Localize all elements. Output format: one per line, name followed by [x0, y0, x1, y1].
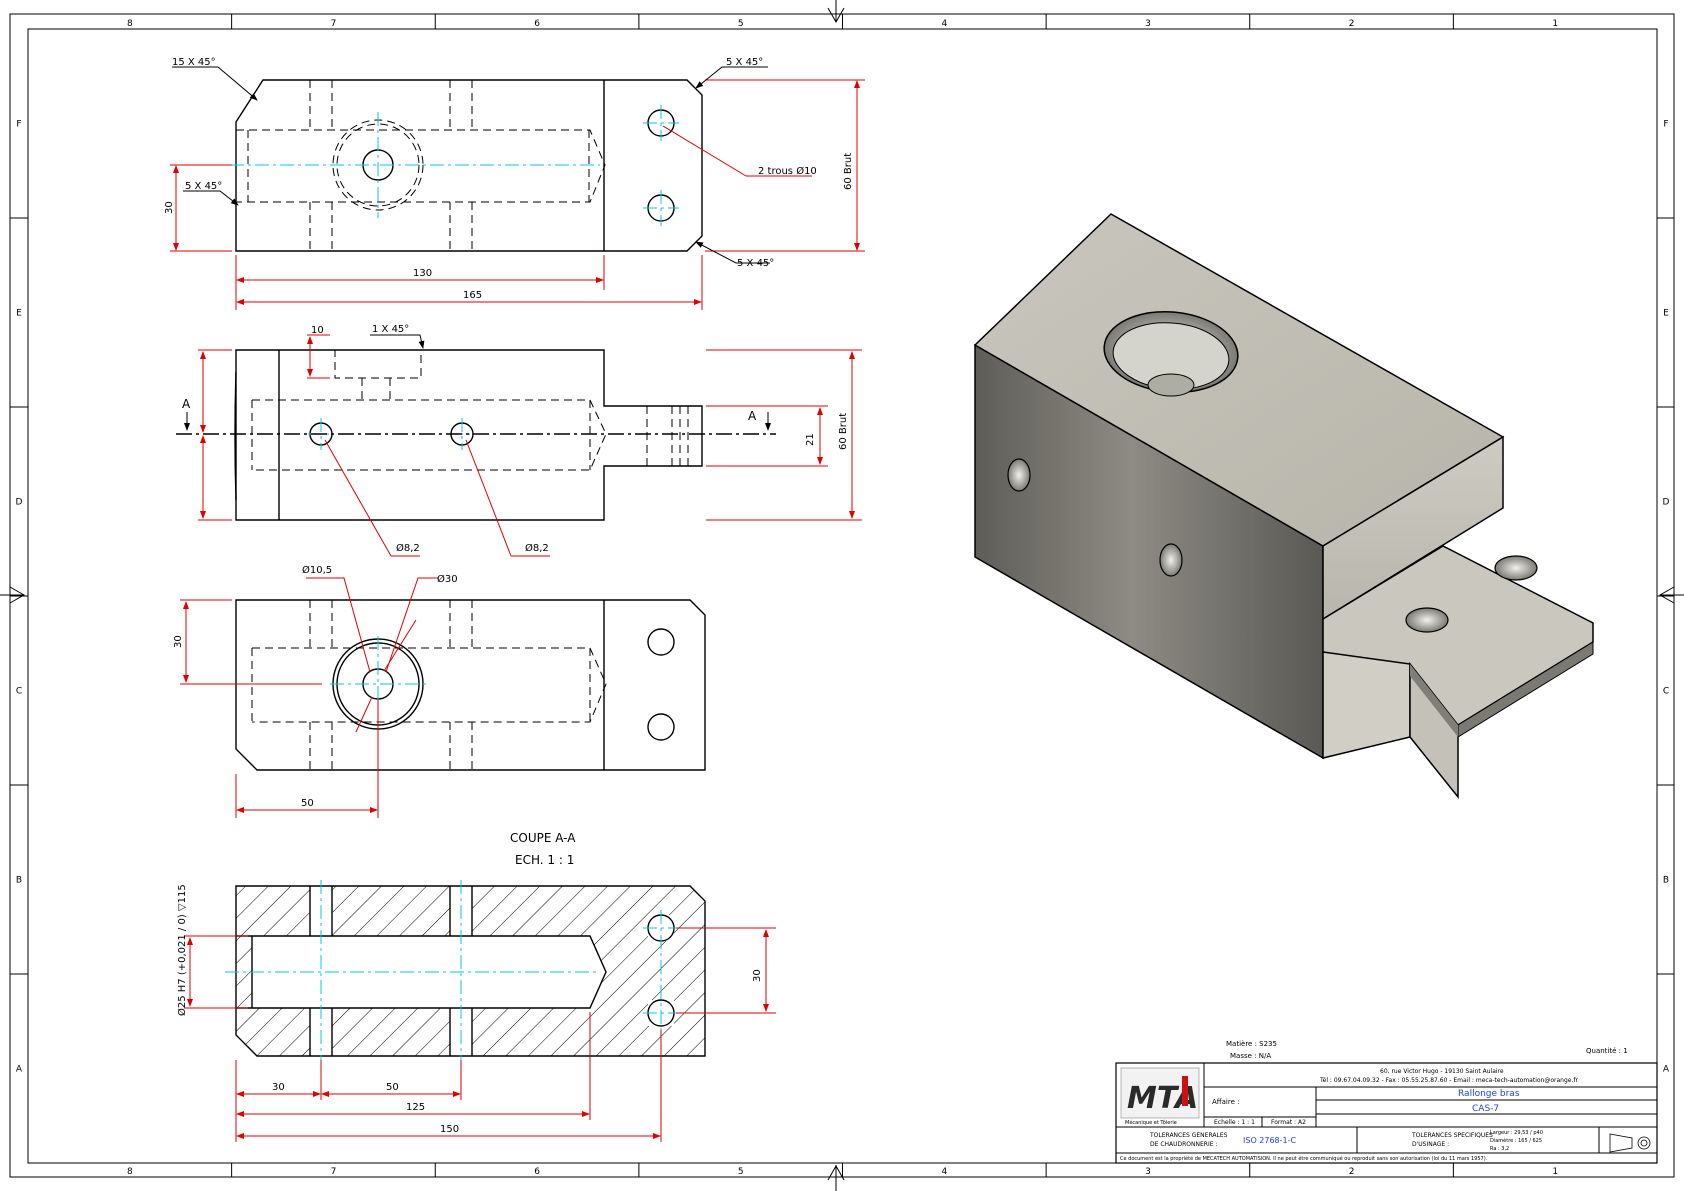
label-chamfer-bottom-right: 5 X 45°	[737, 258, 774, 269]
company-logo: MTA Mécanique et Tôlerie	[1120, 1067, 1200, 1126]
label-section-30: 30	[272, 1082, 285, 1093]
centering-mark-right	[1658, 586, 1684, 604]
iso-standard: ISO 2768-1-C	[1243, 1136, 1297, 1145]
company-contact: Tél : 09.67.04.09.32 - Fax : 05.55.25.87…	[1319, 1077, 1578, 1084]
label-bore: Ø25 H7 (+0,021 / 0) ▽115	[176, 884, 188, 1016]
part-name: Rallonge bras	[1458, 1089, 1520, 1099]
zone-row-left-C: C	[16, 687, 22, 697]
zone-row-left-E: E	[16, 309, 22, 319]
projection-symbol-icon	[1609, 1133, 1651, 1153]
section-view	[225, 880, 706, 1062]
scale-cell: Echelle : 1 : 1	[1214, 1119, 1255, 1126]
zone-col-top-6: 6	[534, 19, 540, 29]
zone-row-left-A: A	[16, 1065, 23, 1075]
logo-caption: Mécanique et Tôlerie	[1125, 1119, 1177, 1126]
centering-mark-top	[827, 0, 845, 24]
zone-row-right-D: D	[1663, 498, 1670, 508]
zone-col-bottom-7: 7	[331, 1167, 337, 1177]
zone-row-right-F: F	[1663, 120, 1668, 130]
isometric-view	[973, 213, 1594, 800]
front-view-dimensions	[198, 334, 862, 557]
zone-col-top-1: 1	[1552, 19, 1558, 29]
label-length-165: 165	[463, 290, 482, 301]
label-chamfer-top-left: 15 X 45°	[172, 57, 216, 68]
tol-spec-line2: D'USINAGE :	[1412, 1141, 1449, 1148]
label-hole-left: Ø8,2	[396, 542, 420, 554]
centering-mark-bottom	[827, 1164, 845, 1191]
label-section-150: 150	[440, 1124, 459, 1135]
label-front-chamfer: 1 X 45°	[372, 324, 409, 335]
zone-col-top-7: 7	[331, 19, 337, 29]
zone-row-left-D: D	[16, 498, 23, 508]
label-section-spacing: 30	[752, 969, 763, 982]
label-length-130: 130	[413, 268, 432, 279]
label-front-mid: 21	[805, 433, 816, 446]
label-depth: 10	[311, 325, 324, 336]
section-dimensions	[184, 927, 776, 1142]
zone-row-right-A: A	[1663, 1065, 1670, 1075]
affaire-label: Affaire :	[1212, 1098, 1239, 1106]
tol-gen-line2: DE CHAUDRONNERIE :	[1150, 1141, 1217, 1148]
zone-col-top-2: 2	[1349, 19, 1355, 29]
label-chamfer-top-right: 5 X 45°	[726, 57, 763, 68]
label-front-height: 60 Brut	[838, 413, 849, 450]
zone-col-bottom-1: 1	[1552, 1167, 1558, 1177]
zone-col-top-3: 3	[1145, 19, 1151, 29]
section-mark-right: A	[748, 409, 757, 423]
section-scale: ECH. 1 : 1	[515, 853, 574, 867]
bottom-view	[235, 599, 706, 771]
label-counterbore-inner: Ø10,5	[302, 564, 332, 576]
label-top-height: 60 Brut	[843, 153, 854, 190]
zone-row-right-B: B	[1663, 876, 1669, 886]
zone-col-top-8: 8	[127, 19, 133, 29]
tol-spec-line1: TOLERANCES SPECIFIQUES	[1411, 1132, 1493, 1139]
zone-col-bottom-4: 4	[941, 1167, 947, 1177]
tol-gen-line1: TOLERANCES GENERALES	[1149, 1132, 1228, 1139]
section-mark-left: A	[182, 397, 191, 411]
material-label: Matière : S235	[1226, 1040, 1277, 1048]
dims-line3: Ra : 3,2	[1490, 1146, 1509, 1152]
zone-col-bottom-5: 5	[738, 1167, 744, 1177]
zone-col-top-5: 5	[738, 19, 744, 29]
label-holes: 2 trous Ø10	[758, 165, 817, 177]
front-view	[176, 349, 776, 521]
zone-col-bottom-6: 6	[534, 1167, 540, 1177]
zone-row-left-B: B	[16, 876, 22, 886]
part-code: CAS-7	[1472, 1104, 1499, 1114]
quantity-label: Quantité : 1	[1586, 1047, 1628, 1055]
label-top-offset: 30	[164, 201, 175, 214]
label-bottom-50: 50	[301, 798, 314, 809]
label-section-125: 125	[406, 1102, 425, 1113]
top-view	[230, 79, 703, 252]
zone-col-bottom-3: 3	[1145, 1167, 1151, 1177]
bottom-view-dimensions	[180, 577, 438, 818]
company-address: 60, rue Victor Hugo - 19130 Saint Aulair…	[1380, 1068, 1504, 1075]
mass-label: Masse : N/A	[1230, 1052, 1271, 1060]
property-notice: Ce document est la propriété de MECATECH…	[1120, 1155, 1488, 1162]
zone-col-top-4: 4	[941, 19, 947, 29]
dims-line2: Diamètre : 165 / 625	[1490, 1137, 1542, 1144]
label-counterbore-outer: Ø30	[437, 573, 458, 585]
label-section-50: 50	[386, 1082, 399, 1093]
label-chamfer-left: 5 X 45°	[185, 181, 222, 192]
format-cell: Format : A2	[1271, 1119, 1306, 1126]
dims-line1: Largeur : 29,53 / p40	[1490, 1130, 1543, 1136]
zone-row-left-F: F	[16, 120, 21, 130]
centering-mark-left	[0, 586, 26, 604]
label-bottom-offset: 30	[173, 635, 184, 648]
top-view-dimensions	[170, 66, 865, 310]
zone-row-right-E: E	[1663, 309, 1669, 319]
title-block	[1115, 1062, 1658, 1164]
zone-row-right-C: C	[1663, 687, 1669, 697]
section-title: COUPE A-A	[510, 831, 576, 845]
zone-col-bottom-8: 8	[127, 1167, 133, 1177]
label-hole-right: Ø8,2	[525, 542, 549, 554]
zone-col-bottom-2: 2	[1349, 1167, 1355, 1177]
